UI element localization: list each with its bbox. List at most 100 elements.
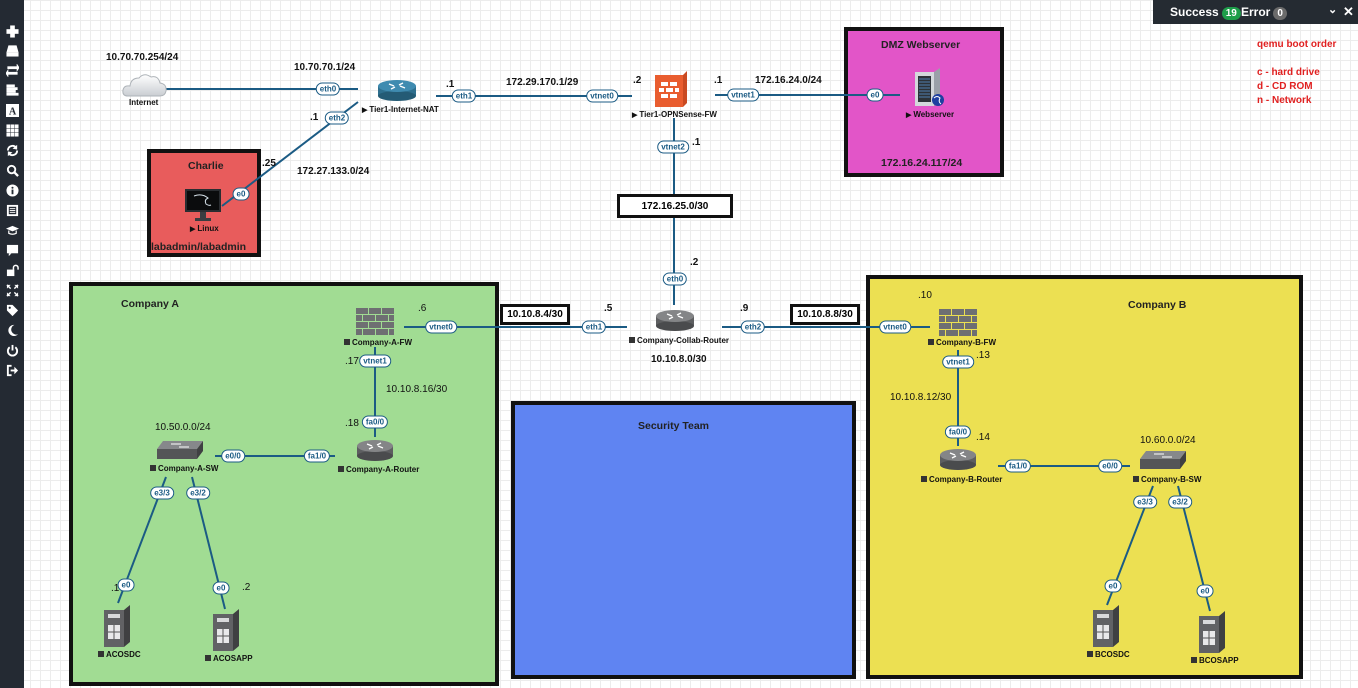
node-company-b-router[interactable] — [939, 446, 977, 472]
port-company-a-fw-vtnet1[interactable]: vtnet1 — [359, 354, 391, 368]
label-nat-eth0-ip: 10.70.70.1/24 — [294, 62, 356, 73]
group-company-a[interactable]: Company A — [69, 282, 499, 686]
port-company-b-sw-e33[interactable]: e3/3 — [1133, 495, 1157, 509]
running-state-icon: ▶ — [362, 107, 370, 114]
network-10-10-8-8[interactable]: 10.10.8.8/30 — [790, 304, 860, 325]
label-acosapp-host: .2 — [242, 582, 251, 593]
port-collab-eth2[interactable]: eth2 — [740, 320, 766, 334]
node-company-a-sw[interactable] — [157, 439, 205, 461]
node-bcosapp[interactable] — [1199, 611, 1227, 653]
port-bcosapp-e0[interactable]: e0 — [1196, 584, 1214, 598]
logout-icon[interactable] — [3, 361, 21, 379]
node-acosapp[interactable] — [213, 609, 241, 651]
label-collab-eth2-host: .9 — [740, 303, 749, 314]
startup-configs-icon[interactable] — [3, 81, 21, 99]
stopped-state-icon — [928, 339, 934, 345]
port-linux-e0[interactable]: e0 — [232, 187, 250, 201]
label-opnsense-vtnet2-host: .1 — [692, 137, 701, 148]
node-internet[interactable] — [122, 72, 168, 100]
node-company-b-sw[interactable] — [1140, 449, 1188, 471]
refresh-icon[interactable] — [3, 141, 21, 159]
node-internet-label: Internet — [129, 98, 159, 107]
network-10-10-8-4[interactable]: 10.10.8.4/30 — [500, 304, 570, 325]
collapse-chevron-icon[interactable]: ⌄ — [1328, 4, 1338, 16]
server-icon — [1093, 605, 1119, 647]
port-company-b-fw-vtnet1[interactable]: vtnet1 — [942, 355, 974, 369]
port-nat-eth2[interactable]: eth2 — [324, 111, 350, 125]
node-webserver[interactable] — [912, 68, 946, 108]
port-collab-eth0[interactable]: eth0 — [662, 272, 688, 286]
stopped-state-icon — [629, 337, 635, 343]
port-company-a-fw-vtnet0[interactable]: vtnet0 — [425, 320, 457, 334]
text-object-icon[interactable]: A — [3, 101, 21, 119]
firewall-icon — [655, 71, 687, 107]
lab-details-icon[interactable] — [3, 201, 21, 219]
node-company-a-router-label: Company-A-Router — [338, 465, 419, 474]
network-172-16-25-0[interactable]: 172.16.25.0/30 — [617, 194, 733, 218]
port-opnsense-vtnet0[interactable]: vtnet0 — [586, 89, 618, 103]
server-icon — [213, 609, 239, 651]
node-tier1-opnsense-fw[interactable] — [653, 71, 689, 107]
dark-mode-icon[interactable] — [3, 321, 21, 339]
lock-icon[interactable] — [3, 261, 21, 279]
port-company-a-router-fa10[interactable]: fa1/0 — [303, 449, 331, 463]
node-linux[interactable] — [184, 188, 222, 222]
label-afw-vtnet0-host: .6 — [418, 303, 427, 314]
port-company-b-fw-vtnet0[interactable]: vtnet0 — [879, 320, 911, 334]
port-acosdc-e0[interactable]: e0 — [117, 578, 135, 592]
port-company-a-sw-e33[interactable]: e3/3 — [150, 486, 174, 500]
stopped-state-icon — [150, 465, 156, 471]
chat-icon[interactable] — [3, 241, 21, 259]
node-acosdc[interactable] — [104, 605, 132, 647]
port-acosapp-e0[interactable]: e0 — [212, 581, 230, 595]
group-company-b[interactable]: Company B — [866, 275, 1303, 679]
port-webserver-e0[interactable]: e0 — [866, 88, 884, 102]
node-company-b-fw[interactable] — [937, 307, 979, 337]
port-company-a-router-fa00[interactable]: fa0/0 — [361, 415, 389, 429]
workbook-icon[interactable] — [3, 221, 21, 239]
grid-icon[interactable] — [3, 121, 21, 139]
group-security-team[interactable]: Security Team — [511, 401, 856, 679]
networks-icon[interactable] — [3, 61, 21, 79]
node-company-a-fw[interactable] — [354, 306, 396, 336]
fullscreen-icon[interactable] — [3, 281, 21, 299]
port-nat-eth1[interactable]: eth1 — [451, 89, 477, 103]
status-info-icon[interactable] — [3, 181, 21, 199]
error-label: Error — [1241, 5, 1271, 19]
node-bcosdc[interactable] — [1093, 605, 1121, 647]
router-icon — [378, 80, 416, 101]
close-icon[interactable]: ✕ — [1343, 4, 1354, 19]
label-net-a-lan: 10.50.0.0/24 — [155, 422, 211, 433]
boot-order-line-c: c - hard drive — [1257, 67, 1320, 78]
group-charlie-footer: labadmin/labadmin — [151, 241, 247, 253]
port-nat-eth0[interactable]: eth0 — [315, 82, 341, 96]
server-icon — [1199, 611, 1225, 653]
linux-monitor-icon — [185, 189, 221, 221]
label-net-b-12: 10.10.8.12/30 — [890, 392, 952, 403]
port-company-b-router-fa00[interactable]: fa0/0 — [944, 425, 972, 439]
port-opnsense-vtnet2[interactable]: vtnet2 — [657, 140, 689, 154]
port-company-b-router-fa10[interactable]: fa1/0 — [1004, 459, 1032, 473]
port-company-b-sw-e32[interactable]: e3/2 — [1168, 495, 1192, 509]
group-charlie[interactable]: Charlie labadmin/labadmin — [147, 149, 261, 257]
running-state-icon: ▶ — [190, 226, 198, 233]
port-company-b-sw-e00[interactable]: e0/0 — [1098, 459, 1122, 473]
port-opnsense-vtnet1[interactable]: vtnet1 — [727, 88, 759, 102]
tag-icon[interactable] — [3, 301, 21, 319]
add-object-icon[interactable] — [3, 22, 21, 40]
node-company-collab-router[interactable] — [655, 307, 695, 333]
port-collab-eth1[interactable]: eth1 — [581, 320, 607, 334]
zoom-icon[interactable] — [3, 161, 21, 179]
stopped-state-icon — [98, 651, 104, 657]
node-tier1-internet-nat[interactable] — [377, 78, 417, 102]
power-icon[interactable] — [3, 341, 21, 359]
node-company-a-router[interactable] — [356, 437, 394, 463]
port-company-a-sw-e32[interactable]: e3/2 — [186, 486, 210, 500]
nodes-icon[interactable] — [3, 41, 21, 59]
label-bfw-vtnet1-host: .13 — [976, 350, 990, 361]
port-company-a-sw-e00[interactable]: e0/0 — [221, 449, 245, 463]
port-bcosdc-e0[interactable]: e0 — [1104, 579, 1122, 593]
